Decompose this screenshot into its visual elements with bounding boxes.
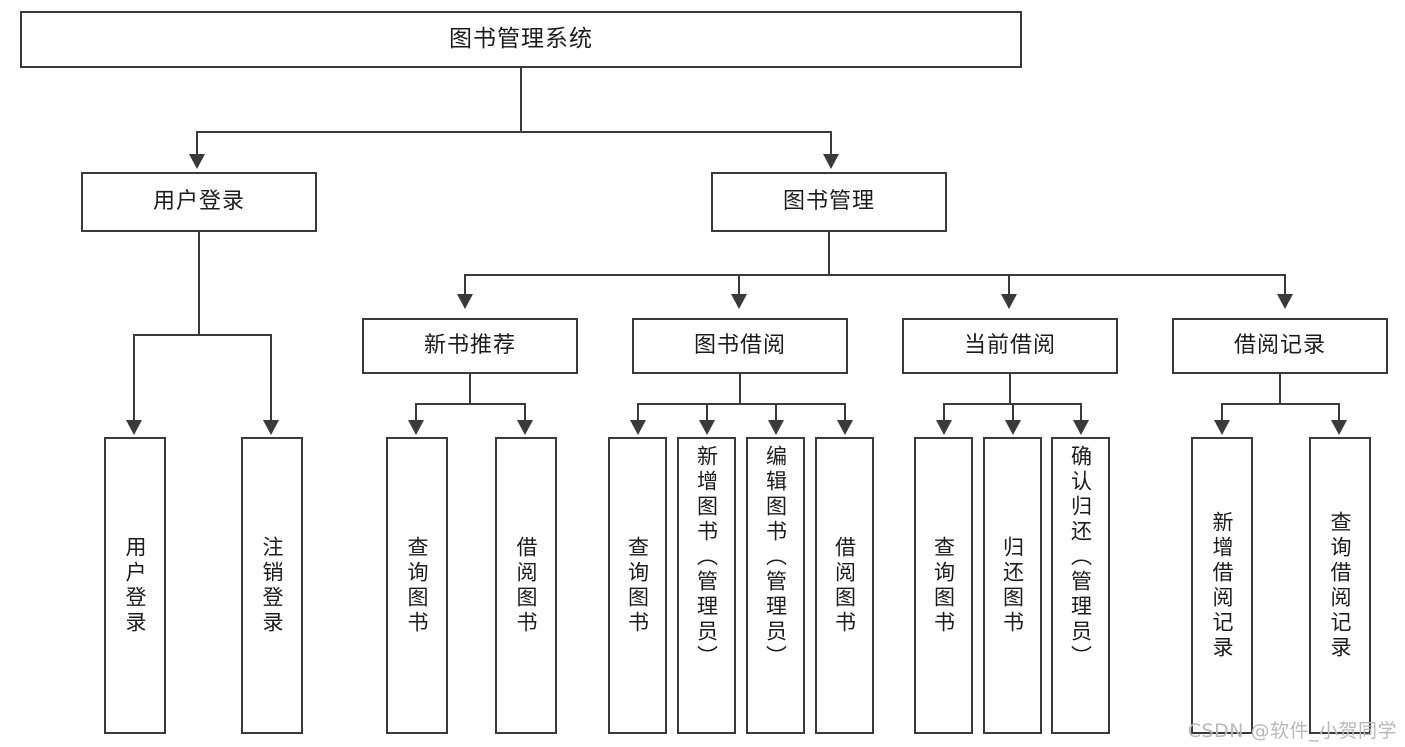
connector-bookborrow-c2 xyxy=(706,403,708,422)
node-book-management[interactable]: 图书管理 xyxy=(711,172,947,232)
connector-currentborrow-stem xyxy=(1009,374,1011,405)
leaf-query-borrow-record[interactable]: 查询借阅记录 xyxy=(1309,437,1371,734)
leaf-edit-book-admin[interactable]: 编辑图书（管理员） xyxy=(746,437,805,734)
arrow-bookmgmt-c1 xyxy=(457,294,473,309)
connector-newbook-stem xyxy=(469,374,471,405)
arrow-bookborrow-c1 xyxy=(630,420,646,435)
leaf-label: 查询借阅记录 xyxy=(1328,510,1353,661)
leaf-label: 编辑图书（管理员） xyxy=(763,445,788,670)
connector-root-stem xyxy=(520,68,522,131)
connector-bookborrow-stem xyxy=(739,374,741,405)
leaf-confirm-return-admin[interactable]: 确认归还（管理员） xyxy=(1051,437,1110,734)
arrow-bookmgmt-c2 xyxy=(731,294,747,309)
node-label: 用户登录 xyxy=(152,188,245,214)
connector-borrowrecord-c2 xyxy=(1338,403,1340,422)
connector-bookmgmt-c1 xyxy=(464,274,466,296)
leaf-query-book-current[interactable]: 查询图书 xyxy=(914,437,973,734)
arrow-login-child2 xyxy=(263,420,279,435)
connector-currentborrow-c1 xyxy=(943,403,945,422)
leaf-label: 新增图书（管理员） xyxy=(694,445,719,670)
node-borrow-record[interactable]: 借阅记录 xyxy=(1172,318,1388,374)
connector-newbook-bus xyxy=(415,403,526,405)
arrow-currentborrow-c3 xyxy=(1073,420,1089,435)
connector-newbook-c2 xyxy=(524,403,526,422)
connector-borrowrecord-c1 xyxy=(1221,403,1223,422)
connector-bookborrow-bus xyxy=(637,403,845,405)
leaf-logout[interactable]: 注销登录 xyxy=(241,437,303,734)
connector-login-bus xyxy=(133,334,272,336)
arrow-borrowrecord-c1 xyxy=(1214,420,1230,435)
leaf-user-login[interactable]: 用户登录 xyxy=(104,437,166,734)
arrow-newbook-c1 xyxy=(408,420,424,435)
node-user-login[interactable]: 用户登录 xyxy=(81,172,317,232)
connector-newbook-c1 xyxy=(415,403,417,422)
arrow-currentborrow-c2 xyxy=(1005,420,1021,435)
leaf-label: 借阅图书 xyxy=(832,535,857,636)
node-root-system[interactable]: 图书管理系统 xyxy=(20,11,1022,68)
leaf-add-book-admin[interactable]: 新增图书（管理员） xyxy=(677,437,736,734)
connector-bookmgmt-stem xyxy=(828,232,830,276)
leaf-label: 确认归还（管理员） xyxy=(1068,445,1093,670)
leaf-label: 用户登录 xyxy=(123,535,148,636)
arrow-root-to-login xyxy=(189,154,205,169)
leaf-label: 注销登录 xyxy=(260,535,285,636)
node-label: 图书借阅 xyxy=(693,332,786,358)
leaf-add-borrow-record[interactable]: 新增借阅记录 xyxy=(1191,437,1253,734)
node-label: 图书管理系统 xyxy=(449,25,593,52)
arrow-bookborrow-c3 xyxy=(768,420,784,435)
connector-bookborrow-c4 xyxy=(844,403,846,422)
connector-bookmgmt-c2 xyxy=(738,274,740,296)
arrow-login-child1 xyxy=(126,420,142,435)
connector-bookmgmt-c4 xyxy=(1284,274,1286,296)
arrow-newbook-c2 xyxy=(517,420,533,435)
connector-bookborrow-c3 xyxy=(775,403,777,422)
leaf-borrow-book[interactable]: 借阅图书 xyxy=(815,437,874,734)
connector-currentborrow-c3 xyxy=(1080,403,1082,422)
leaf-label: 归还图书 xyxy=(1000,535,1025,636)
node-label: 图书管理 xyxy=(782,188,875,214)
connector-bookmgmt-bus xyxy=(464,274,1286,276)
node-label: 当前借阅 xyxy=(963,332,1056,358)
leaf-query-book-newbook[interactable]: 查询图书 xyxy=(386,437,448,734)
connector-bookborrow-c1 xyxy=(637,403,639,422)
arrow-root-to-bookmgmt xyxy=(823,154,839,169)
node-book-borrow[interactable]: 图书借阅 xyxy=(632,318,848,374)
connector-login-child2 xyxy=(270,334,272,422)
connector-login-stem xyxy=(198,232,200,335)
connector-currentborrow-c2 xyxy=(1012,403,1014,422)
arrow-currentborrow-c1 xyxy=(936,420,952,435)
leaf-label: 查询图书 xyxy=(931,535,956,636)
leaf-return-book[interactable]: 归还图书 xyxy=(983,437,1042,734)
node-label: 借阅记录 xyxy=(1233,332,1326,358)
node-new-book-recommend[interactable]: 新书推荐 xyxy=(362,318,578,374)
leaf-borrow-book-newbook[interactable]: 借阅图书 xyxy=(495,437,557,734)
connector-borrowrecord-bus xyxy=(1221,403,1340,405)
connector-borrowrecord-stem xyxy=(1279,374,1281,405)
leaf-label: 借阅图书 xyxy=(514,535,539,636)
arrow-bookmgmt-c4 xyxy=(1277,294,1293,309)
node-current-borrow[interactable]: 当前借阅 xyxy=(902,318,1118,374)
leaf-query-book-borrow[interactable]: 查询图书 xyxy=(608,437,667,734)
leaf-label: 新增借阅记录 xyxy=(1210,510,1235,661)
arrow-bookborrow-c2 xyxy=(699,420,715,435)
connector-login-child1 xyxy=(133,334,135,422)
connector-root-bus xyxy=(196,131,832,133)
arrow-borrowrecord-c2 xyxy=(1331,420,1347,435)
arrow-bookborrow-c4 xyxy=(837,420,853,435)
connector-bookmgmt-c3 xyxy=(1008,274,1010,296)
leaf-label: 查询图书 xyxy=(625,535,650,636)
connector-root-to-login xyxy=(196,131,198,156)
arrow-bookmgmt-c3 xyxy=(1001,294,1017,309)
node-label: 新书推荐 xyxy=(423,332,516,358)
connector-root-to-bookmgmt xyxy=(830,131,832,156)
leaf-label: 查询图书 xyxy=(405,535,430,636)
